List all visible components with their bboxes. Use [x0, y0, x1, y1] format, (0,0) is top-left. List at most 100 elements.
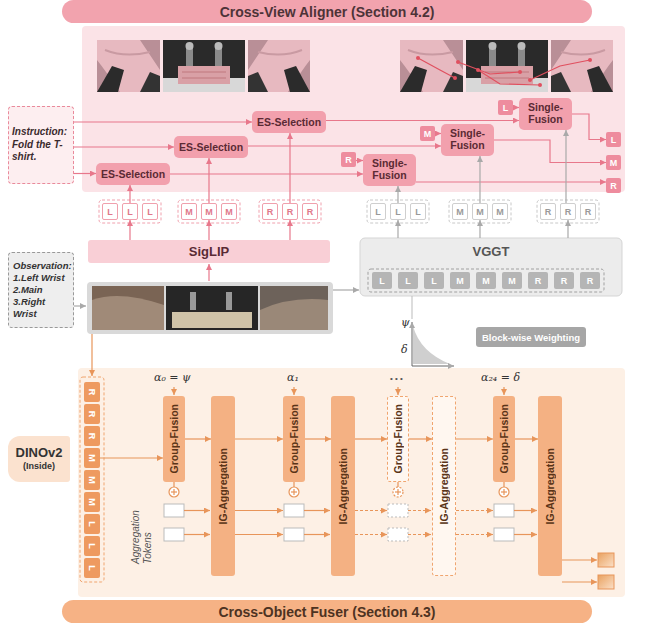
node-text: L	[375, 207, 381, 217]
aggregation-box: IG-Aggregation	[538, 396, 562, 576]
connector	[74, 173, 96, 174]
feature-token: M	[492, 203, 508, 220]
node-text: M	[476, 207, 484, 217]
node-text: M	[508, 276, 516, 286]
feature-token: M	[221, 203, 237, 220]
connector	[185, 438, 211, 439]
node-text: L	[107, 207, 113, 217]
feature-token: R	[302, 203, 318, 220]
node-text: M	[424, 129, 432, 139]
node-text: M	[87, 498, 97, 506]
encoder-box: DINOv2(Inside)	[8, 436, 70, 482]
fusion-box: Group-Fusion	[493, 396, 515, 482]
node-text: R	[610, 181, 617, 191]
section-banner: Cross-Object Fuser (Section 4.3)	[62, 600, 592, 623]
feature-token: M	[201, 203, 217, 220]
fusion-box: Single-Fusion	[441, 124, 494, 156]
node-text: L	[87, 521, 97, 527]
connector	[409, 438, 432, 439]
weight-arrows	[174, 387, 504, 395]
feature-token: R	[262, 203, 278, 220]
feature-token: M	[476, 272, 496, 289]
node-text: Instruction:	[12, 126, 67, 139]
node-text: IG-Aggregation	[337, 448, 349, 524]
node-text: Block-wise Weighting	[482, 332, 580, 343]
node-text: Observation:	[13, 260, 72, 272]
vggt-body	[360, 238, 622, 296]
node-text: DINOv2	[16, 446, 63, 461]
feature-token: R	[554, 272, 574, 289]
node-text: M	[87, 454, 97, 462]
node-text: L	[611, 135, 617, 145]
node-text: Group-Fusion	[288, 404, 300, 473]
selection-box: ES-Selection	[174, 136, 248, 158]
feature-token: M	[84, 470, 100, 490]
feature-token: L	[122, 203, 138, 220]
connector	[515, 438, 538, 439]
node-text: L	[415, 207, 421, 217]
flow-line	[333, 289, 359, 290]
node-text: Single-Fusion	[522, 102, 569, 125]
feature-token: M	[181, 203, 197, 220]
connector	[479, 156, 480, 203]
node-text: IG-Aggregation	[217, 448, 229, 524]
node-text: R	[307, 207, 314, 217]
node-text: M	[456, 207, 464, 217]
node-text: M	[456, 276, 464, 286]
node-text: M	[185, 207, 193, 217]
fusion-box: Group-Fusion	[387, 396, 409, 482]
feature-token: R	[528, 272, 548, 289]
feature-token: M	[84, 492, 100, 512]
node-text: R	[87, 433, 97, 440]
feature-token: L	[398, 272, 418, 289]
aggregation-box: IG-Aggregation	[211, 396, 235, 576]
fusion-box: Single-Fusion	[363, 154, 416, 186]
token-groups	[99, 200, 599, 223]
connector	[397, 220, 398, 238]
output-token: L	[606, 132, 621, 147]
node-text: Cross-View Aligner (Section 4.2)	[220, 4, 435, 20]
node-text: Single-Fusion	[366, 158, 413, 181]
node-text: L	[395, 207, 401, 217]
node-text: R	[565, 207, 572, 217]
token-groups	[368, 269, 604, 292]
feature-token: L	[102, 203, 118, 220]
connector	[305, 438, 331, 439]
view-images	[97, 40, 613, 92]
node-text: L	[127, 207, 133, 217]
node-text: R	[587, 276, 594, 286]
observation-images	[87, 282, 333, 334]
node-text: M	[496, 207, 504, 217]
token-column	[80, 377, 104, 582]
connector	[565, 130, 566, 203]
feature-token: R	[84, 426, 100, 446]
node-text: R	[535, 276, 542, 286]
view-token: R	[341, 152, 356, 167]
fusion-box: Single-Fusion	[519, 98, 572, 130]
feature-token: M	[450, 272, 470, 289]
flow-line	[412, 296, 413, 319]
ellipsis: • • •	[390, 374, 403, 383]
output-token: M	[606, 155, 621, 170]
feature-token: R	[560, 203, 576, 220]
node-text: 1.Left Wrist	[13, 272, 65, 284]
selection-box: ES-Selection	[96, 163, 170, 185]
node-text: L	[379, 276, 385, 286]
group-label: Aggregation Tokens	[130, 498, 154, 564]
node-text: 3.Right Wrist	[13, 296, 69, 320]
connector	[100, 457, 163, 458]
flow-line	[74, 305, 86, 306]
node-text: M	[225, 207, 233, 217]
node-text: L	[503, 103, 509, 113]
feature-token: R	[84, 404, 100, 424]
node-text: R	[545, 207, 552, 217]
node-text: R	[87, 411, 97, 418]
node-text: L	[147, 207, 153, 217]
connector	[129, 185, 130, 203]
node-text: ES-Selection	[179, 141, 243, 153]
connector	[416, 181, 606, 182]
connector	[572, 114, 606, 140]
aggregation-box: IG-Aggregation	[432, 396, 456, 576]
aligner-panel	[82, 26, 625, 192]
aggregation-box: IG-Aggregation	[331, 396, 355, 576]
